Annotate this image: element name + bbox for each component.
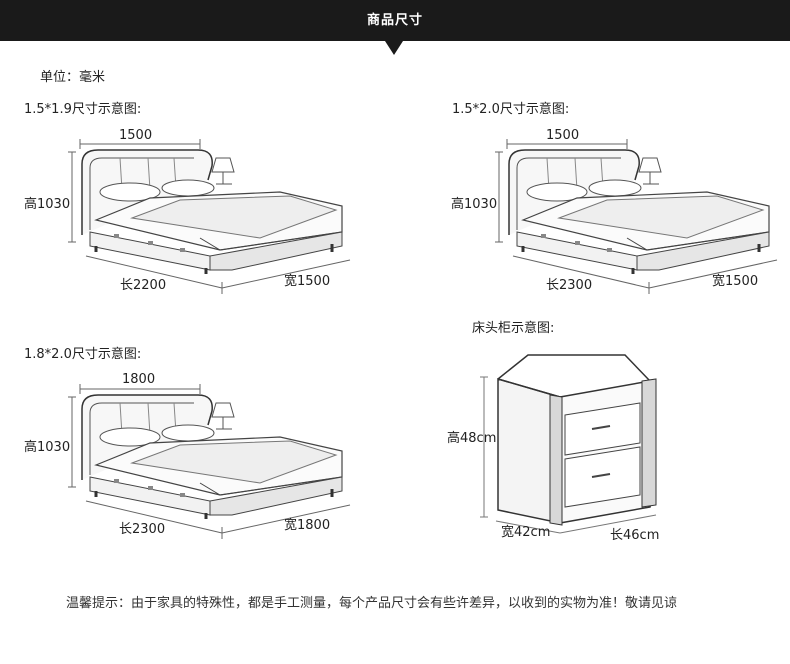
unit-label: 单位：毫米 — [40, 70, 106, 85]
figure-2-depth: 宽1500 — [712, 274, 759, 289]
figure-2-label: 1.5*2.0尺寸示意图: — [452, 102, 570, 117]
bed-diagram-2 — [495, 139, 778, 294]
nightstand-length: 长46cm — [610, 528, 660, 543]
figure-3-width: 1800 — [122, 372, 156, 387]
nightstand-height: 高48cm — [447, 431, 497, 446]
nightstand-width: 宽42cm — [501, 525, 551, 540]
nightstand-diagram — [480, 354, 657, 534]
footer-note: 温馨提示：由于家具的特殊性，都是手工测量，每个产品尺寸会有些许差异，以收到的实物… — [66, 596, 678, 611]
figure-1-depth: 宽1500 — [284, 274, 331, 289]
figure-1-length: 长2200 — [120, 278, 167, 293]
bed-diagram-1 — [68, 139, 351, 294]
figure-3-label: 1.8*2.0尺寸示意图: — [24, 347, 142, 362]
figure-3-height: 高1030 — [24, 440, 71, 455]
banner-arrow — [385, 41, 403, 55]
figure-2-width: 1500 — [546, 128, 580, 143]
header-banner — [0, 0, 790, 41]
figure-1-height: 高1030 — [24, 197, 71, 212]
figure-2-height: 高1030 — [451, 197, 498, 212]
figure-1-width: 1500 — [119, 128, 153, 143]
nightstand-label: 床头柜示意图: — [472, 321, 555, 336]
figure-2-length: 长2300 — [546, 278, 593, 293]
figure-3-length: 长2300 — [119, 522, 166, 537]
figure-1-label: 1.5*1.9尺寸示意图: — [24, 102, 142, 117]
figure-3-depth: 宽1800 — [284, 518, 331, 533]
page-title: 商品尺寸 — [366, 13, 423, 28]
bed-diagram-3 — [68, 384, 351, 539]
